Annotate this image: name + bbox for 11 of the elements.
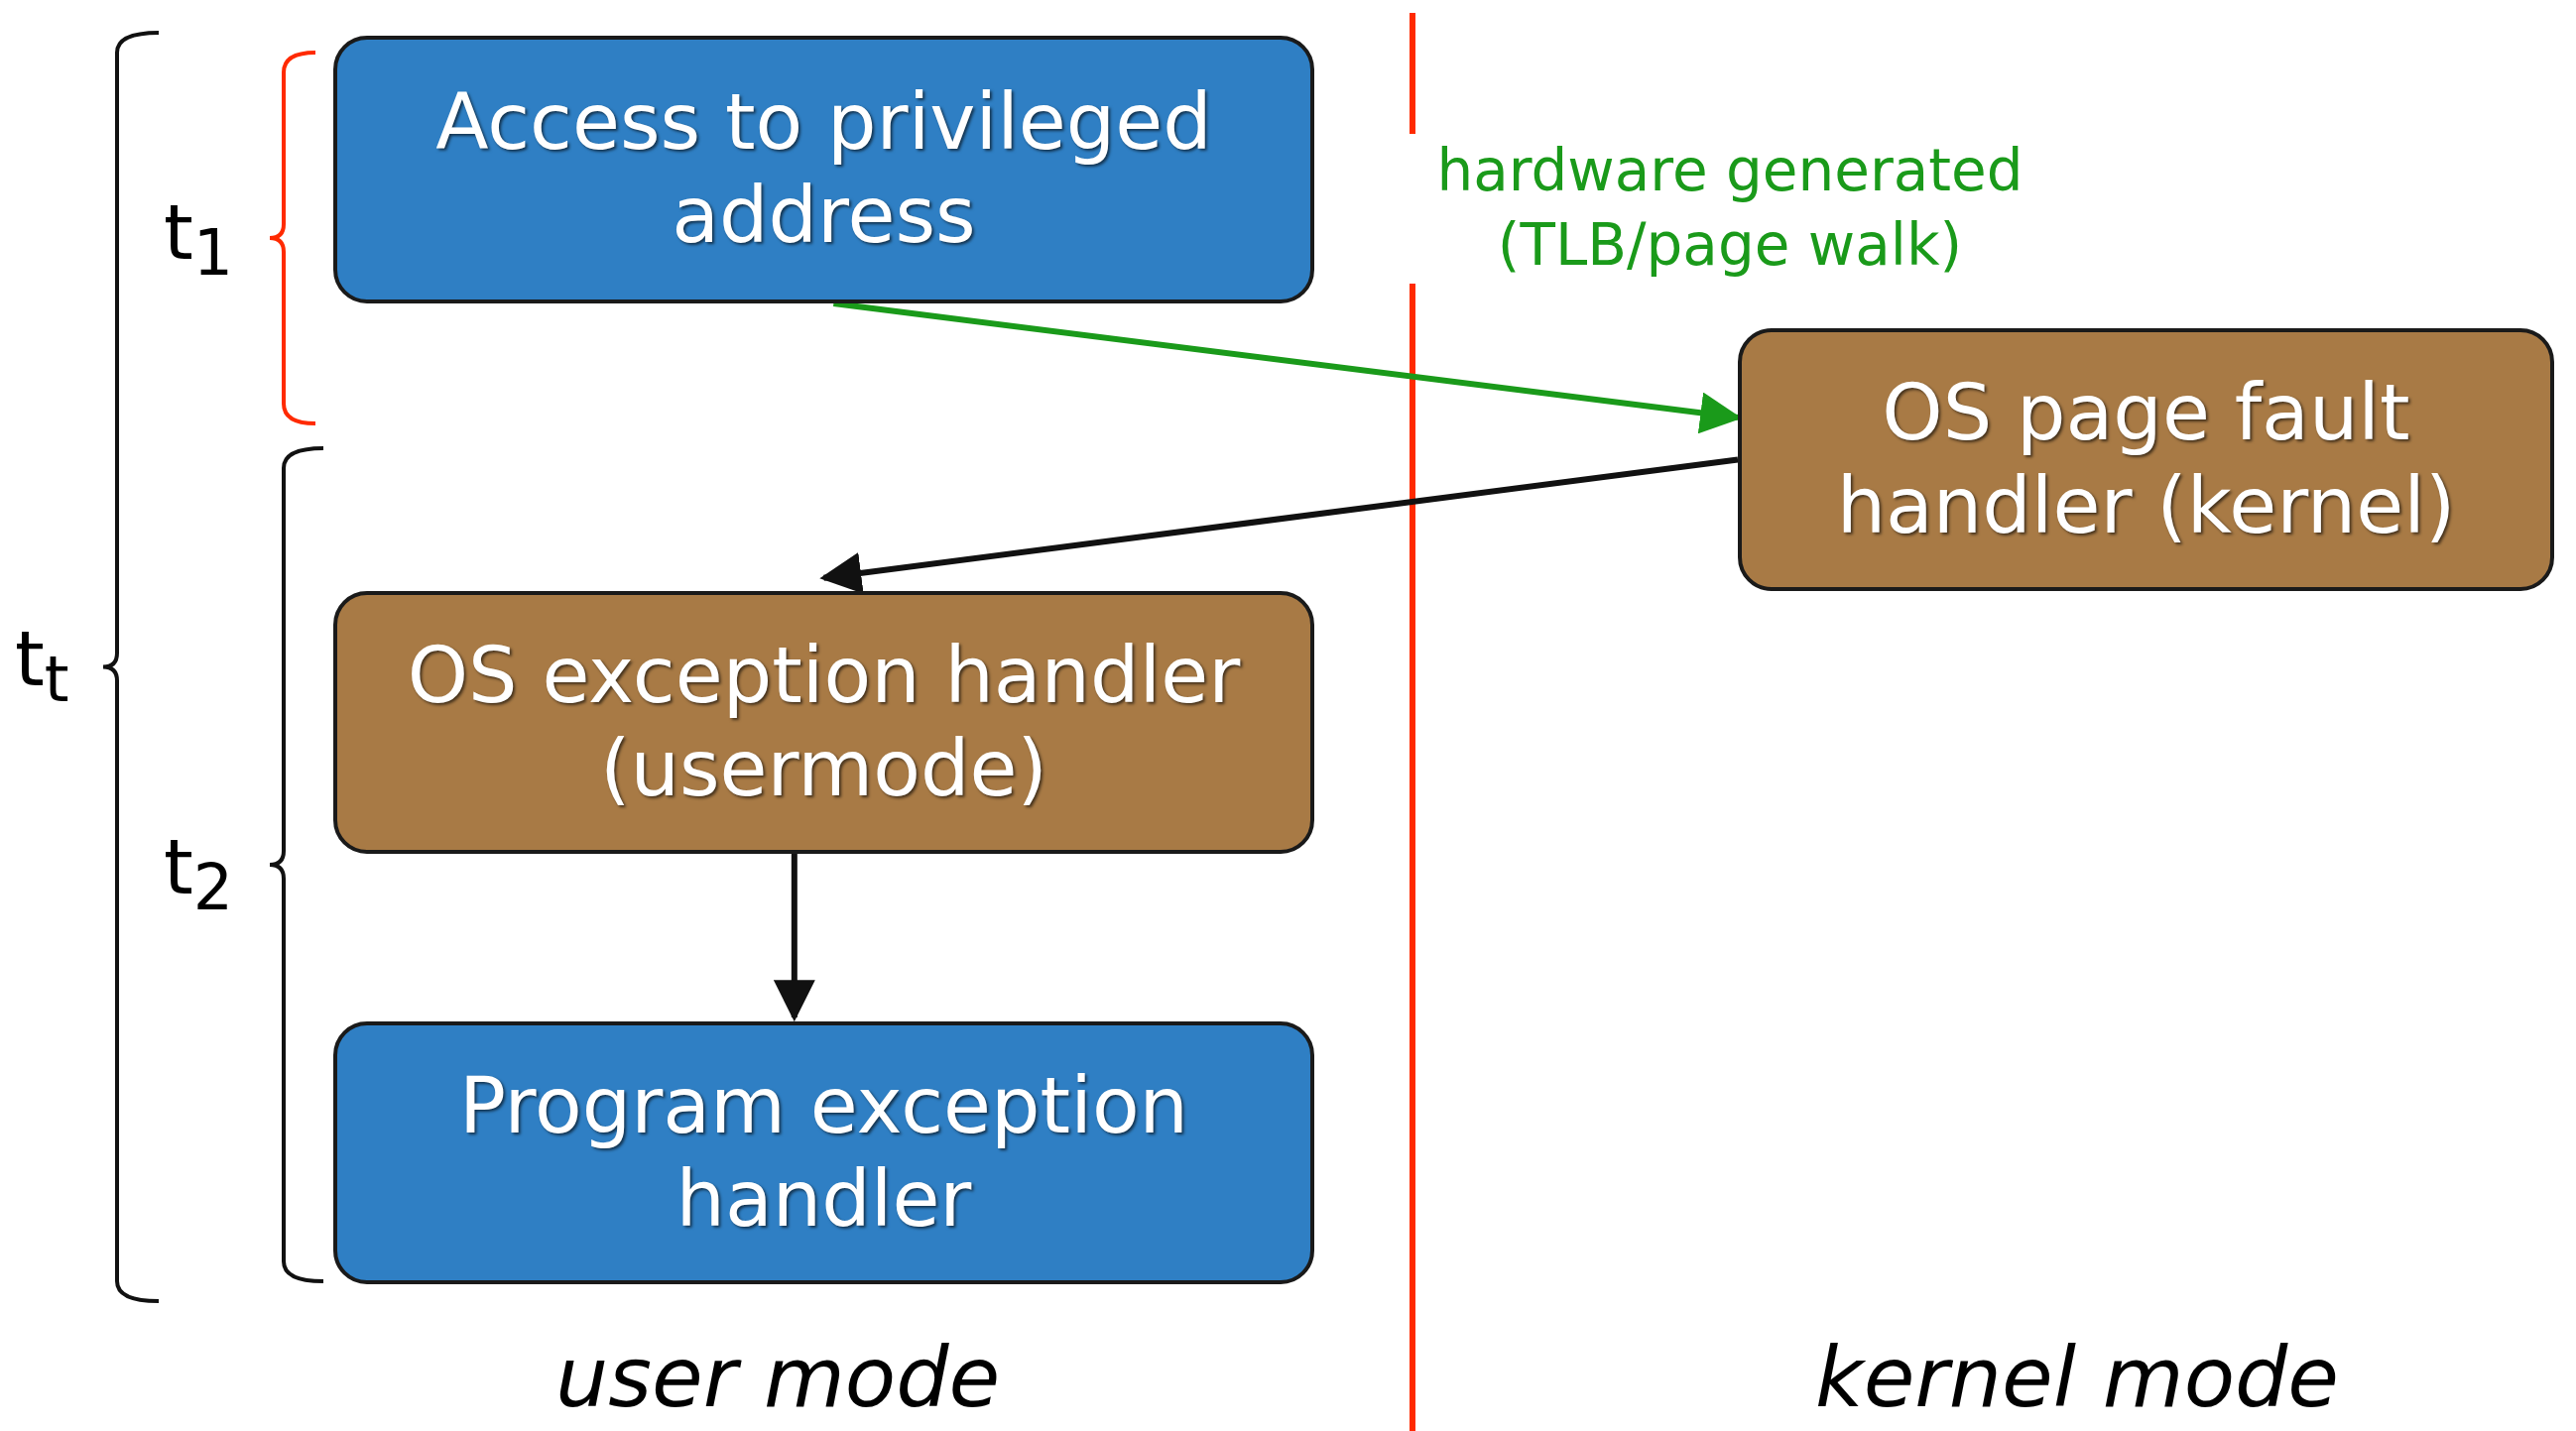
axis-caption: kernel mode	[1815, 1329, 2340, 1426]
arrow	[773, 854, 815, 1022]
time-label: t$_{1}$	[164, 188, 234, 291]
process-box: Access to privileged address	[333, 36, 1314, 303]
axis-caption: user mode	[555, 1329, 1001, 1426]
time-label: t$_{t}$	[15, 615, 69, 717]
process-box: Program exception handler	[333, 1021, 1314, 1284]
process-box: OS exception handler (usermode)	[333, 591, 1314, 854]
arrow	[819, 456, 1739, 594]
time-label: t$_{2}$	[164, 823, 234, 925]
process-box: OS page fault handler (kernel)	[1738, 328, 2554, 591]
